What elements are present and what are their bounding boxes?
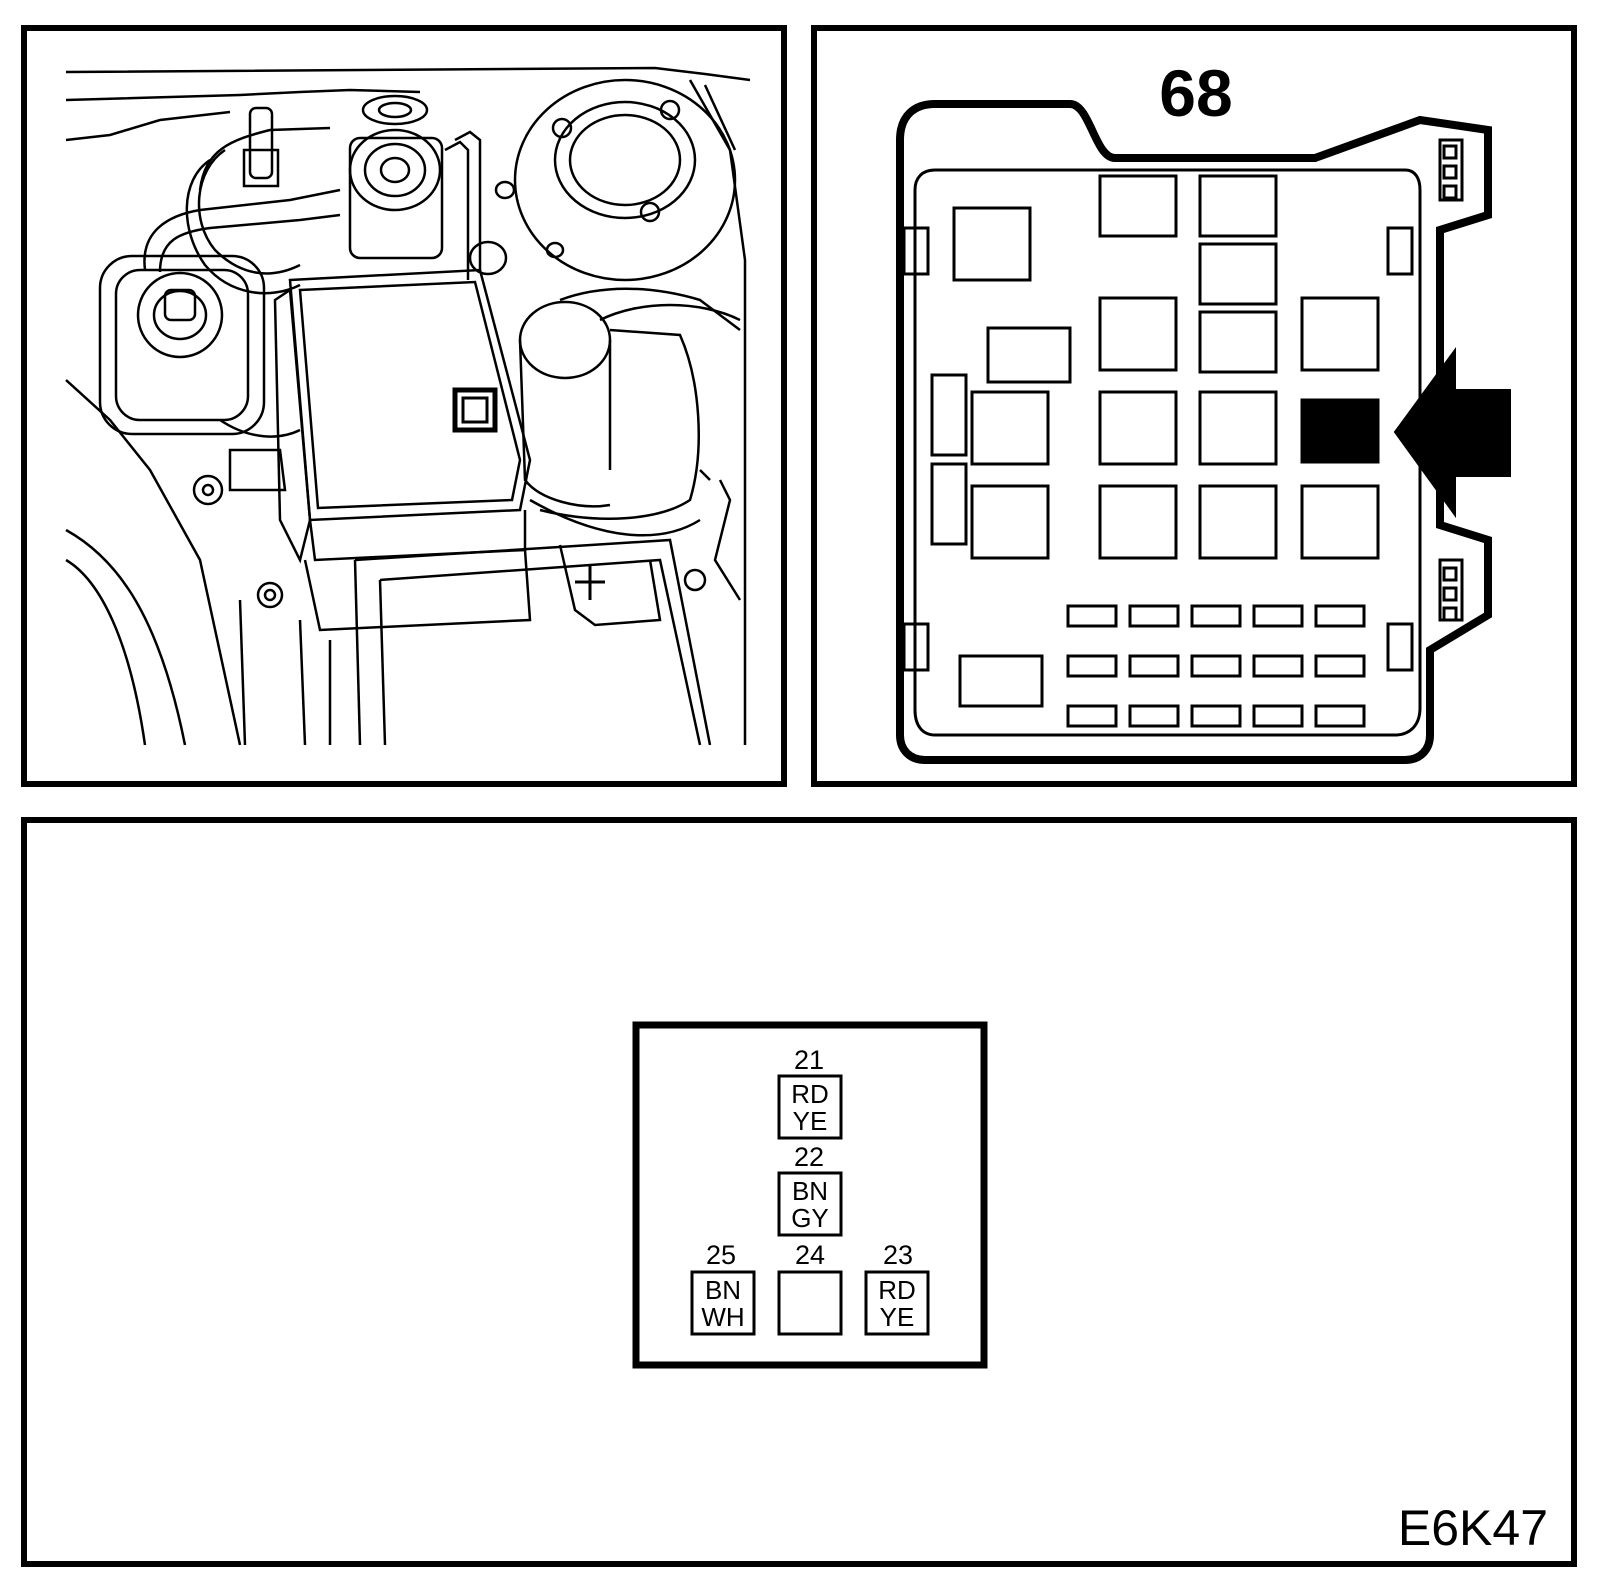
pin-cavity [777,1074,843,1140]
mini-fuse-slot [1252,604,1304,628]
wire-color-bottom: YE [880,1302,915,1332]
pin-24: 24 [777,1240,843,1336]
mini-fuse-slot [1066,604,1118,628]
relay-slot [1098,484,1178,560]
mini-fuse-slot [1128,704,1180,728]
wire-color-bottom: YE [793,1106,828,1136]
mini-fuse-slot [1128,604,1180,628]
connector-pin [1442,184,1458,200]
arrow-left-icon [1393,346,1511,519]
relay-slot [1098,296,1178,372]
relay-slot [1098,174,1178,238]
mini-fuse-slot [1314,604,1366,628]
coolant-reservoir [518,300,701,537]
battery [353,538,712,746]
wire-color-bottom: WH [701,1302,744,1332]
pin-number: 23 [883,1240,913,1270]
brake-fluid-reservoir [98,254,266,436]
fuse-box-housing [896,100,1492,764]
fuse-box-cover [273,268,532,632]
fuse-slot [930,373,968,457]
relay-slot [1300,296,1380,372]
pin-number: 21 [794,1045,824,1075]
figure-code: E6K47 [1398,1500,1548,1556]
side-connector [1438,138,1464,202]
fuse-box-inner-outline [913,168,1422,737]
relay-slot [1198,242,1278,306]
mini-fuse-slot [1190,704,1242,728]
relay-slot [958,654,1044,708]
connector-pin [1442,586,1458,602]
pin-cavity [864,1270,930,1336]
mini-fuse-slot [1190,604,1242,628]
relay-slot [1198,174,1278,238]
housing-clip [1386,226,1414,276]
wire-color-top: RD [878,1275,916,1305]
relay-slot [1300,484,1380,560]
pin-cavity [690,1270,756,1336]
housing-clip [902,226,930,276]
mini-fuse-slot [1252,704,1304,728]
fuse-box-panel: 68 [811,25,1577,787]
pin-cavity [777,1171,843,1237]
relay-slot [1098,390,1178,466]
pin-number: 22 [794,1142,824,1172]
relay-slot [970,484,1050,560]
housing-clip [1386,622,1414,672]
pin-number: 25 [706,1240,736,1270]
connector-panel: 21 RD YE 22 BN GY 25 BN WH 24 23 [21,817,1577,1567]
round-component [348,94,444,260]
housing-clip [902,622,930,672]
pin-22: 22 BN GY [777,1142,843,1237]
relay-slot [986,326,1072,384]
connector-pin [1442,164,1458,180]
mini-fuse-slot [1252,654,1304,678]
pin-cavity [777,1270,843,1336]
mini-fuse-slot [1066,654,1118,678]
pin-21: 21 RD YE [777,1045,843,1140]
fuse-slot [930,462,968,546]
mini-fuse-slot [1066,704,1118,728]
wire-color-bottom: GY [791,1203,829,1233]
connector-pin [1442,606,1458,622]
pin-25: 25 BN WH [690,1240,756,1336]
wire-color-top: BN [792,1176,828,1206]
mini-fuse-slot [1314,704,1366,728]
mini-fuse-slot [1314,654,1366,678]
engine-bay-frame [21,25,787,787]
wire-color-top: BN [705,1275,741,1305]
mini-fuse-slot [1128,654,1180,678]
engine-bay-drawing [65,66,751,746]
relay-slot [1198,390,1278,466]
relay-slot [1198,310,1278,374]
highlighted-relay [1300,398,1380,464]
relay-slot [1198,484,1278,560]
fuse-box-number: 68 [1159,56,1232,130]
connector-pin [1442,144,1458,160]
relay-slot [970,390,1050,466]
engine-bay-panel [21,25,787,787]
pin-23: 23 RD YE [864,1240,930,1336]
fuse-box-cells [902,138,1464,728]
mini-fuse-slot [1190,654,1242,678]
pin-number: 24 [795,1240,825,1270]
wire-color-top: RD [791,1079,829,1109]
connector-pin [1442,566,1458,582]
relay-slot [952,206,1032,282]
